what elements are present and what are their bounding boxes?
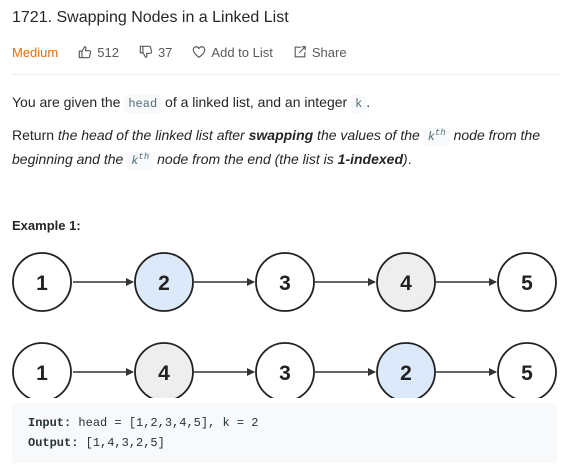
node-value: 1 (36, 272, 48, 295)
output-label: Output: (28, 436, 79, 450)
text: node from the beginning and the (12, 127, 540, 167)
add-to-list-button[interactable]: Add to List (192, 44, 273, 60)
node-value: 1 (36, 362, 48, 385)
node-value: 3 (279, 362, 291, 385)
text: You are given the (12, 94, 125, 110)
node-value: 5 (521, 272, 533, 295)
description-paragraph-2: Return the head of the linked list after… (12, 124, 562, 172)
list-node: 1 (12, 342, 72, 398)
text: node from the end (the list is (153, 151, 338, 167)
node-value: 4 (158, 362, 170, 385)
node-value: 3 (279, 272, 291, 295)
like-count: 512 (97, 44, 119, 60)
dislike-button[interactable]: 37 (139, 45, 172, 60)
output-value: [1,4,3,2,5] (78, 436, 165, 450)
node-value: 2 (158, 272, 170, 295)
share-icon (294, 46, 306, 58)
example-code-block: Input: head = [1,2,3,4,5], k = 2 Output:… (12, 403, 557, 463)
text: Return (12, 127, 58, 143)
input-value: head = [1,2,3,4,5], k = 2 (71, 416, 259, 430)
difficulty-badge: Medium (12, 44, 59, 60)
list-node: 1 (12, 252, 72, 312)
superscript: th (138, 152, 150, 162)
inline-code: kth (127, 152, 154, 170)
example-output-line: Output: [1,4,3,2,5] (28, 436, 165, 450)
inline-code: k (351, 95, 367, 113)
text: ) (403, 151, 408, 167)
code-text: k (427, 130, 435, 144)
text: the head of the linked list after (57, 127, 249, 143)
problem-meta-bar: Medium 512 37 Add to List Share (12, 44, 367, 60)
bold-text: swapping (248, 127, 314, 143)
description-paragraph-1: You are given the head of a linked list,… (12, 91, 562, 115)
linked-list-diagram: 1 2 3 4 5 1 4 3 2 5 (12, 252, 557, 398)
dislike-count: 37 (157, 44, 173, 60)
superscript: th (434, 128, 446, 138)
example-input-line: Input: head = [1,2,3,4,5], k = 2 (28, 416, 258, 430)
example-title: Example 1: (12, 218, 81, 233)
node-value: 5 (521, 362, 533, 385)
heart-icon (193, 46, 206, 58)
text: . (366, 94, 371, 110)
list-node: 3 (255, 342, 315, 398)
list-node: 5 (497, 252, 557, 312)
list-node: 5 (497, 342, 557, 398)
share-button[interactable]: Share (293, 45, 347, 60)
share-label: Share (311, 44, 347, 60)
emphasis-text: the head of the linked list after swappi… (12, 127, 540, 170)
problem-title: 1721. Swapping Nodes in a Linked List (12, 9, 289, 26)
code-text: k (131, 154, 139, 168)
list-node-highlighted: 2 (134, 252, 194, 312)
node-value: 4 (400, 272, 412, 295)
text: of a linked list, and an integer (161, 94, 352, 110)
text: the values of the (313, 127, 424, 143)
like-button[interactable]: 512 (78, 45, 119, 60)
list-node-highlighted: 2 (376, 342, 436, 398)
list-node-highlighted: 4 (134, 342, 194, 398)
inline-code: kth (423, 128, 450, 146)
node-value: 2 (400, 362, 412, 385)
bold-text: 1-indexed (337, 151, 404, 167)
list-node-highlighted: 4 (376, 252, 436, 312)
thumbs-down-icon (139, 45, 153, 58)
header-divider (12, 74, 559, 75)
thumbs-up-icon (78, 46, 92, 59)
add-to-list-label: Add to List (211, 44, 273, 60)
inline-code: head (124, 95, 162, 113)
input-label: Input: (28, 416, 72, 430)
text: . (407, 151, 412, 167)
list-node: 3 (255, 252, 315, 312)
